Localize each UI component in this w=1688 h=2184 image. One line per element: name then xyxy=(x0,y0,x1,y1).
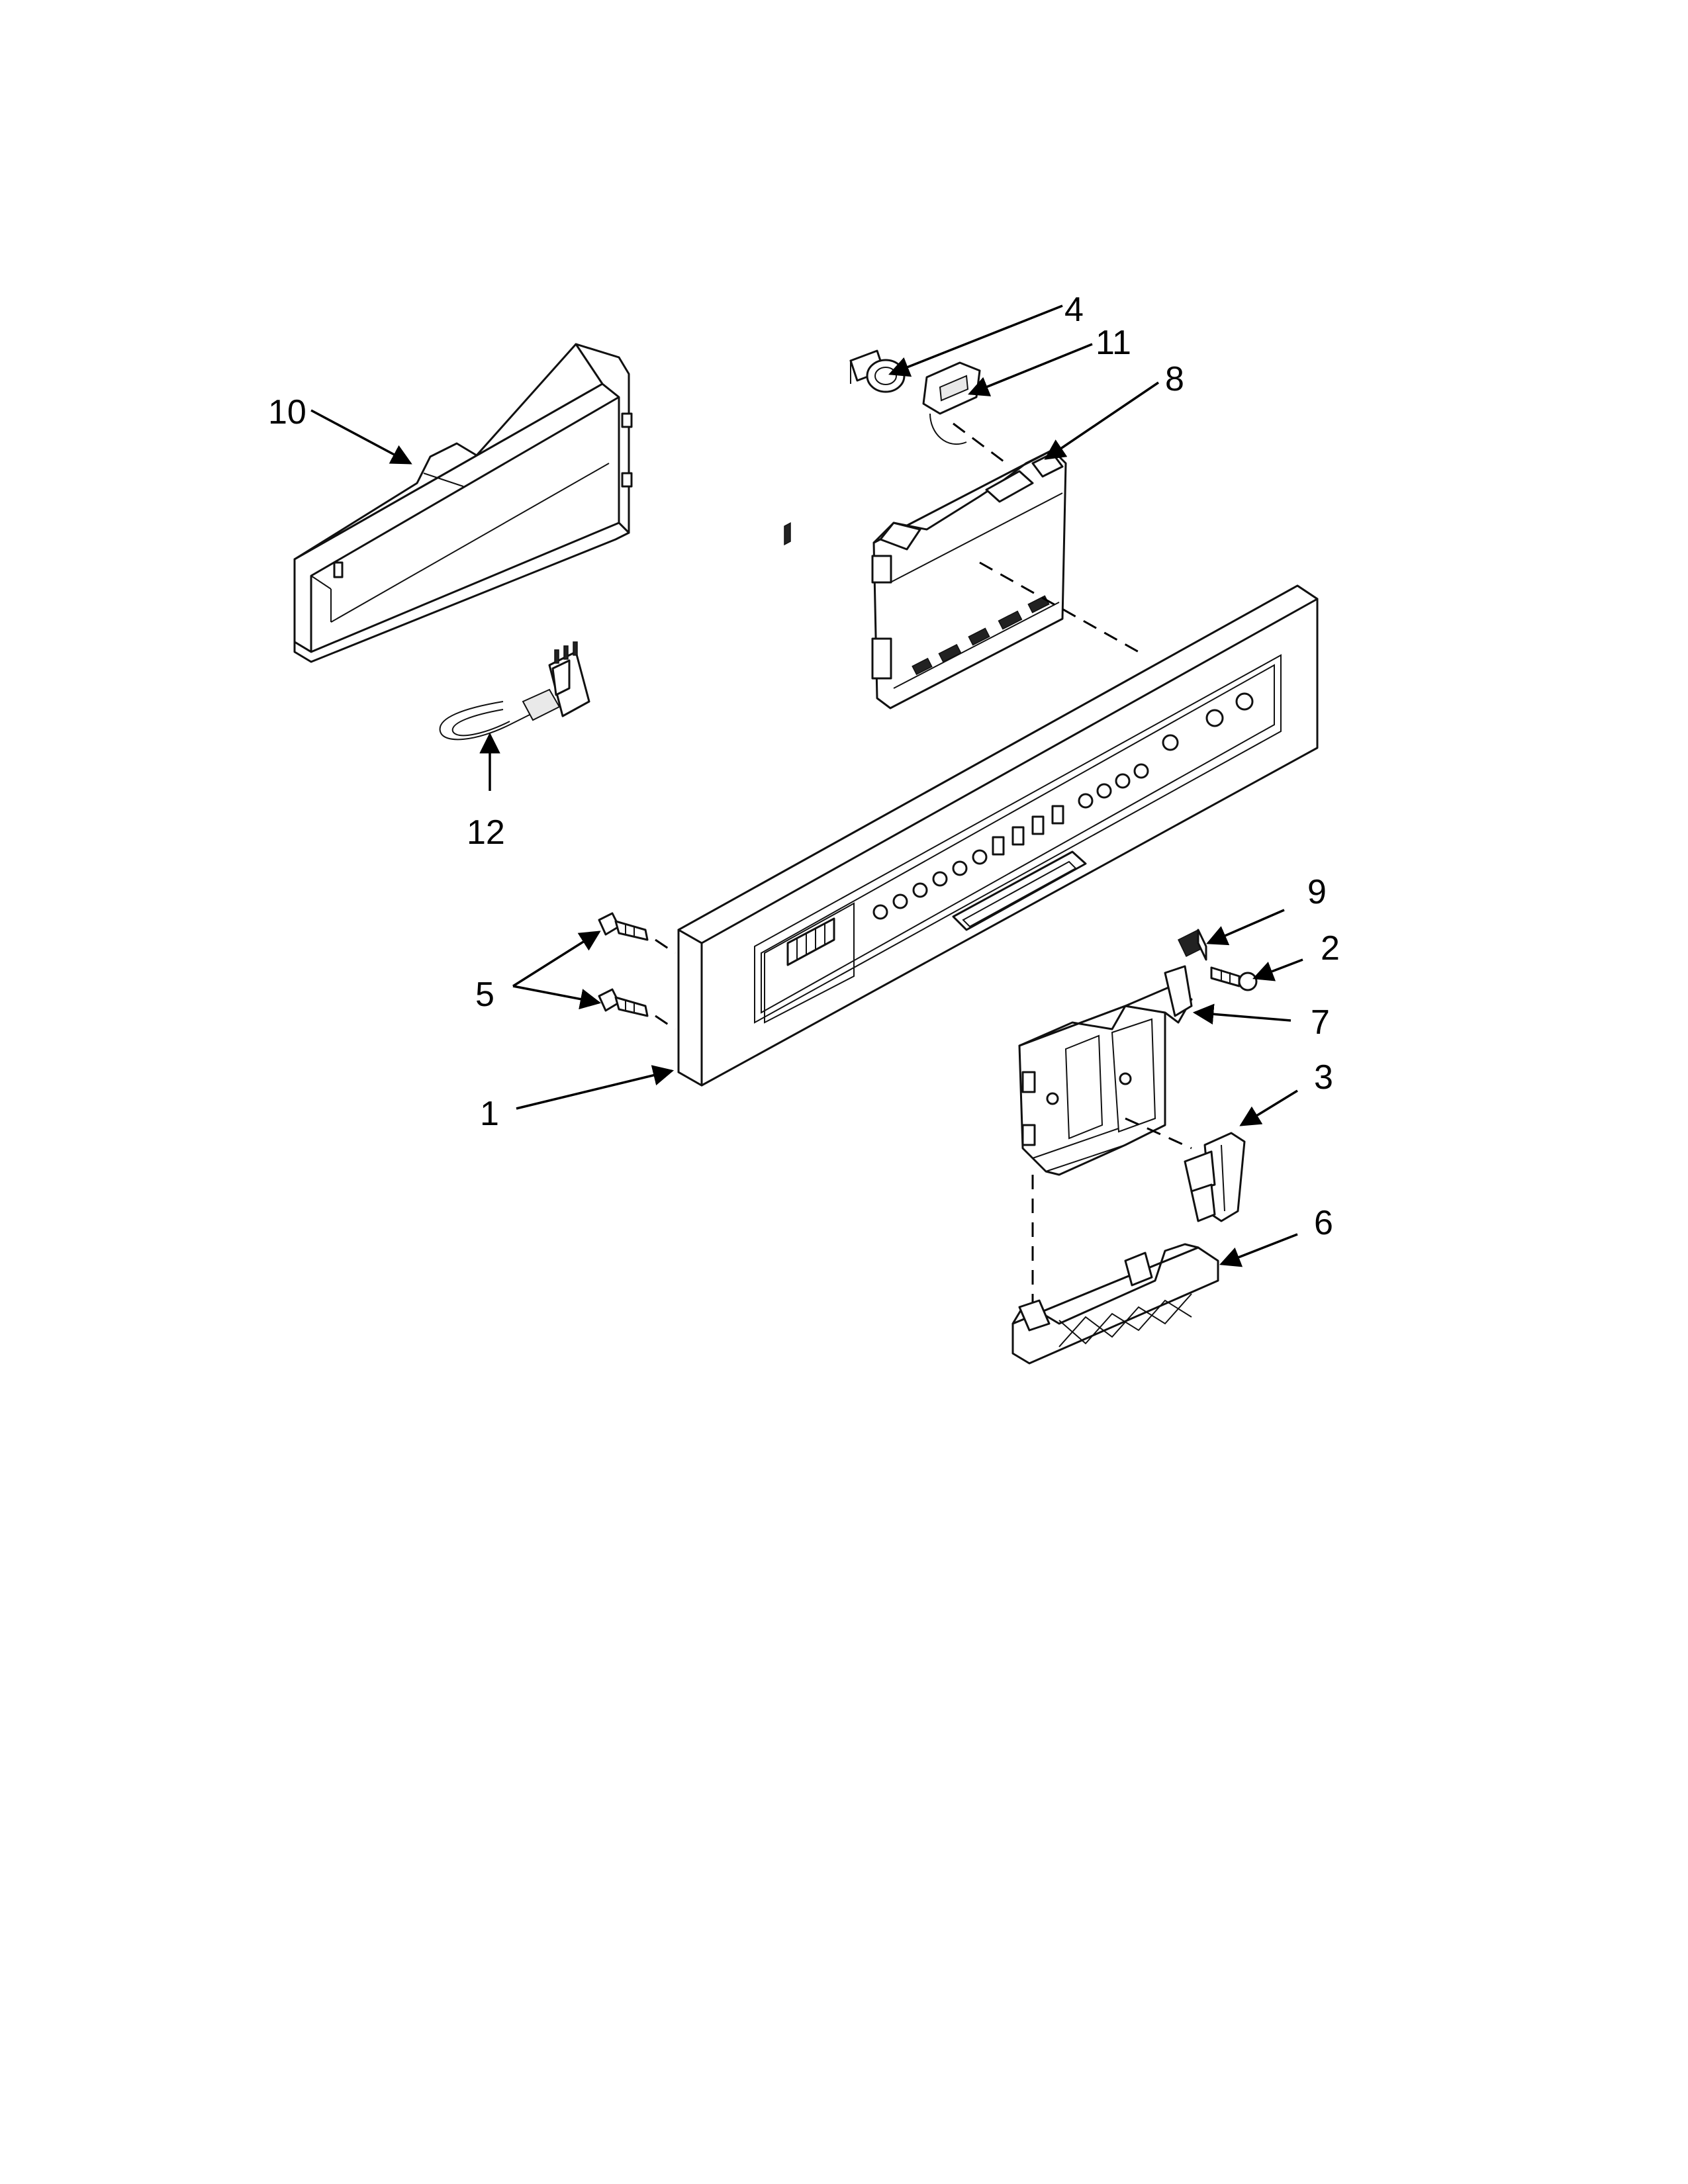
part-5-screws xyxy=(598,912,676,1030)
part-8-control-board xyxy=(871,449,1139,709)
leader-9 xyxy=(1206,909,1285,946)
leader-10 xyxy=(310,409,412,465)
part-9-clip xyxy=(1178,929,1207,961)
leader-8 xyxy=(1044,381,1159,460)
leader-6 xyxy=(1219,1233,1298,1267)
leader-1 xyxy=(516,1065,675,1110)
part-1-control-panel xyxy=(677,522,1319,1087)
leader-5b xyxy=(512,985,602,1010)
screw-upper xyxy=(598,912,649,941)
part-6-latch-base xyxy=(1011,1243,1219,1365)
part-12-wire-harness xyxy=(439,641,590,741)
part-4-sensor xyxy=(849,349,906,393)
callout-9: 9 xyxy=(1307,873,1327,911)
panel-buttons-left xyxy=(872,849,988,920)
callout-11: 11 xyxy=(1096,324,1131,362)
callout-1: 1 xyxy=(480,1095,499,1133)
callout-6: 6 xyxy=(1314,1204,1333,1242)
callout-10: 10 xyxy=(268,393,306,432)
part-3-latch-lever xyxy=(1184,1132,1246,1222)
part-7-latch-assembly xyxy=(1018,965,1193,1310)
callout-numbers: 4 11 8 10 12 9 2 7 3 6 5 1 xyxy=(268,291,1340,1242)
keypad-slots xyxy=(784,522,791,546)
panel-buttons-right xyxy=(1078,692,1254,809)
callout-4: 4 xyxy=(1064,291,1084,329)
part-2-screw xyxy=(1210,966,1258,991)
screw-lower xyxy=(598,988,649,1017)
part-10-cover xyxy=(293,343,633,663)
callout-5: 5 xyxy=(475,976,494,1014)
leader-5a xyxy=(512,931,601,987)
callout-12: 12 xyxy=(467,813,505,852)
callout-3: 3 xyxy=(1314,1058,1333,1097)
leader-11 xyxy=(968,343,1093,396)
leader-4 xyxy=(888,304,1063,377)
callout-8: 8 xyxy=(1165,360,1184,398)
panel-indicators-center xyxy=(992,805,1064,856)
leader-2 xyxy=(1252,958,1303,981)
part-11-clip xyxy=(922,361,1007,465)
callout-7: 7 xyxy=(1311,1003,1330,1042)
leader-7 xyxy=(1192,1003,1291,1025)
leader-3 xyxy=(1239,1089,1298,1126)
callout-2: 2 xyxy=(1321,929,1340,968)
leader-lines xyxy=(310,304,1303,1267)
